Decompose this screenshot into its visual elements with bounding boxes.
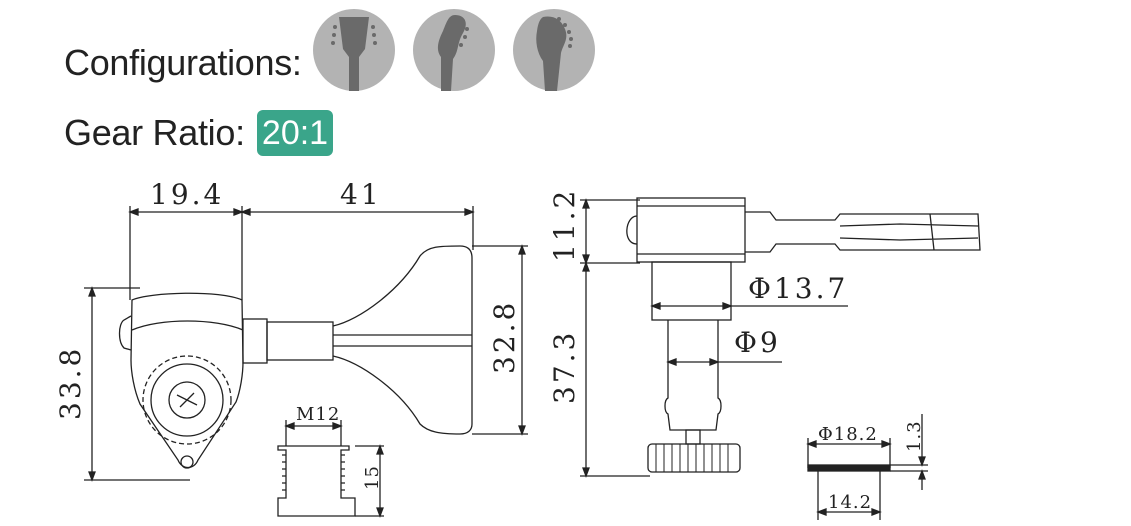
headstock-3x3-icon (313, 9, 395, 91)
dim-post-height: 11.2 (548, 188, 581, 262)
tuner-side-view (84, 206, 528, 482)
dim-key-height: 32.8 (488, 300, 521, 374)
dim-total-height: 37.3 (548, 330, 581, 404)
tuner-front-view (580, 197, 981, 478)
configurations-label: Configurations: (64, 42, 302, 83)
dim-thread: M12 (296, 404, 340, 425)
dim-shaft-length: 41 (340, 178, 382, 211)
bushing-drawing (277, 420, 384, 518)
gear-ratio-label: Gear Ratio: (64, 112, 245, 153)
dim-body-width: 19.4 (150, 178, 224, 211)
dim-bushing-dia: Φ13.7 (748, 272, 848, 305)
headstock-6-inline-icon (513, 9, 595, 91)
dim-washer-thick: 1.3 (904, 420, 925, 452)
washer-drawing (806, 414, 928, 520)
headstock-4-inline-icon (413, 9, 495, 91)
dim-post-dia: Φ9 (734, 326, 781, 359)
gear-ratio-badge: 20:1 (257, 110, 333, 156)
dim-washer-inner: 14.2 (828, 492, 872, 513)
dim-body-height: 33.8 (54, 346, 87, 420)
dim-washer-dia: Φ18.2 (818, 424, 878, 445)
dim-bushing-length: 15 (362, 465, 383, 490)
